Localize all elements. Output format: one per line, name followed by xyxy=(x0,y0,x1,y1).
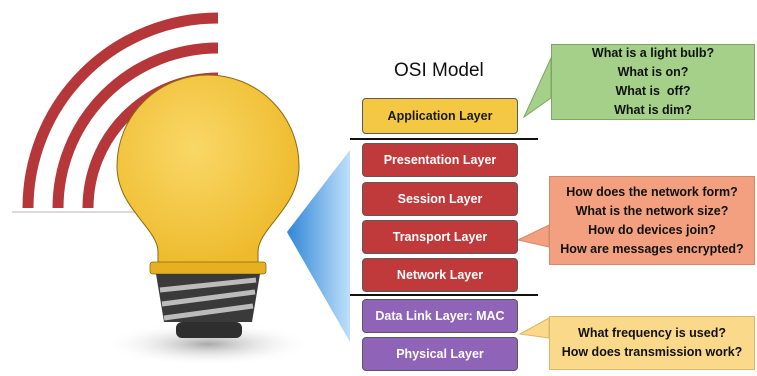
callout-physical-questions: What frequency is used? How does transmi… xyxy=(549,316,755,370)
callout-network-questions: How does the network form? What is the n… xyxy=(549,176,755,265)
callout-line: What is off? xyxy=(615,84,691,98)
layer-transport: Transport Layer xyxy=(362,220,518,254)
callout-application-questions: What is a light bulb? What is on? What i… xyxy=(551,44,755,120)
callout-pointer-orange xyxy=(516,224,550,248)
callout-line: What is on? xyxy=(617,65,689,79)
callout-line: What frequency is used? xyxy=(578,326,726,340)
layer-session: Session Layer xyxy=(362,182,518,216)
osi-zoom-wedge xyxy=(287,150,350,342)
callout-line: How does the network form? xyxy=(566,184,738,199)
layer-network: Network Layer xyxy=(362,258,518,292)
separator-lower xyxy=(350,294,538,296)
callout-line: How does transmission work? xyxy=(561,345,743,359)
layer-data-link: Data Link Layer: MAC xyxy=(362,299,518,333)
callout-line: How are messages encrypted? xyxy=(560,241,744,256)
callout-pointer-cream xyxy=(518,317,550,339)
callout-pointer-green xyxy=(522,57,552,119)
layer-presentation: Presentation Layer xyxy=(362,143,518,177)
light-bulb-icon xyxy=(116,74,300,338)
diagram-title: OSI Model xyxy=(394,60,484,81)
callout-line: What is a light bulb? xyxy=(591,46,715,60)
separator-upper xyxy=(350,138,538,140)
layer-application: Application Layer xyxy=(362,98,518,134)
bulb-shadow xyxy=(103,322,313,366)
callout-line: What is dim? xyxy=(614,103,692,117)
callout-line: How do devices join? xyxy=(588,222,716,237)
callout-line: What is the network size? xyxy=(575,203,729,218)
layer-physical: Physical Layer xyxy=(362,337,518,371)
